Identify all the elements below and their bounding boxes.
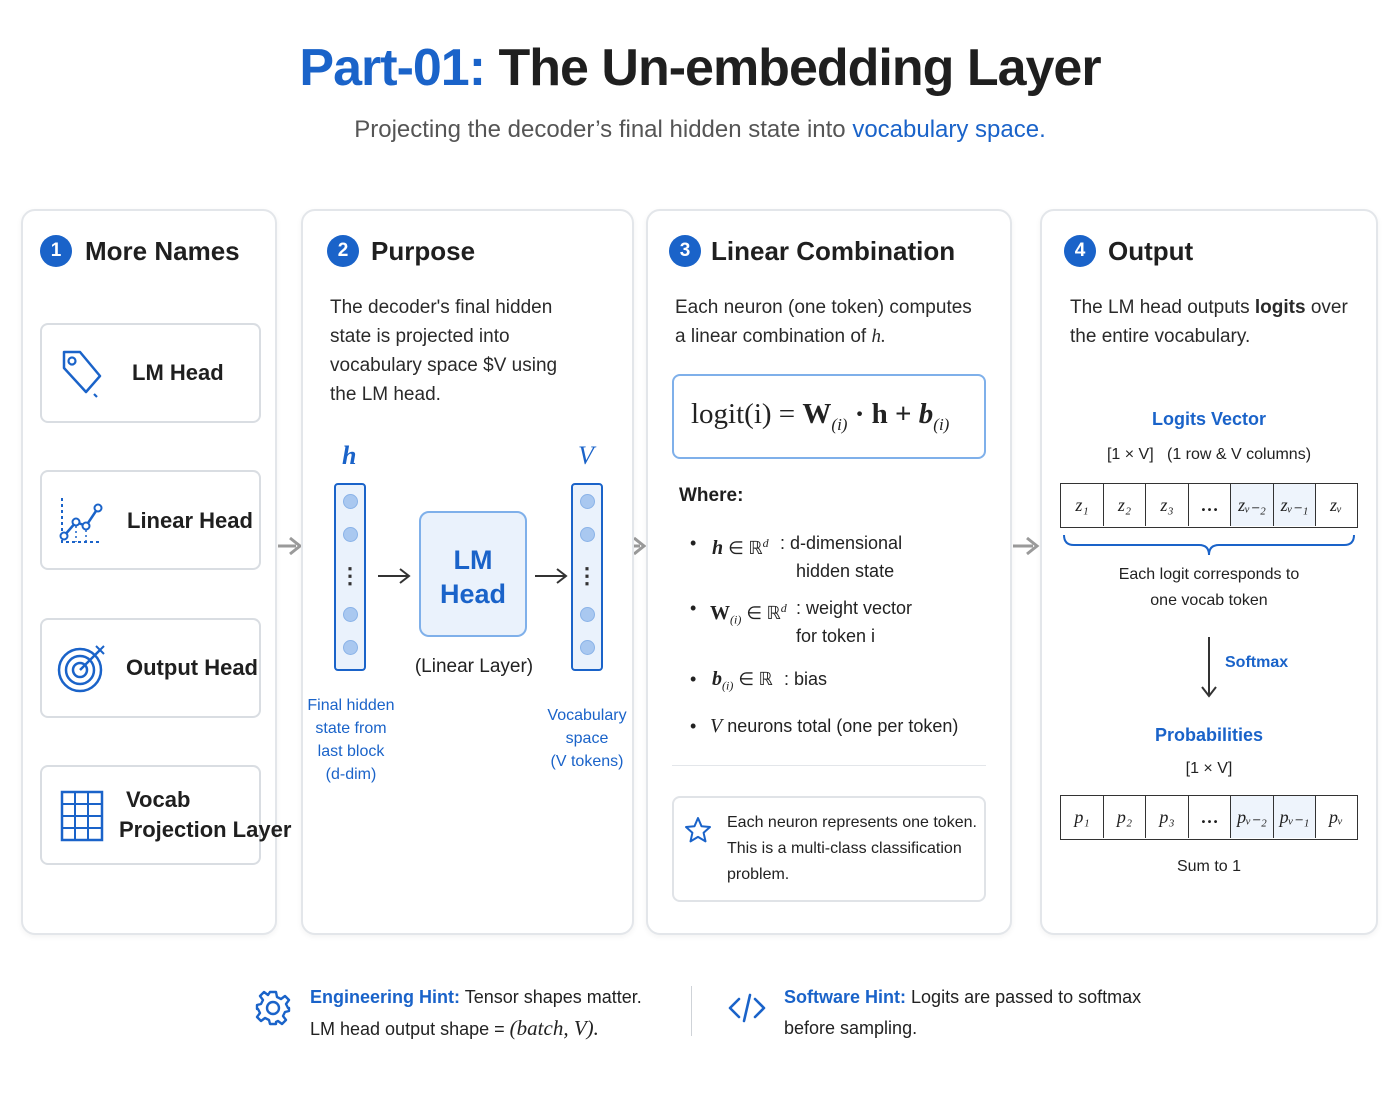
name-card-output-head	[40, 618, 261, 718]
bullet-v: •	[690, 716, 697, 736]
step-number-3: 3	[669, 235, 701, 267]
note-text: Each neuron represents one token. This i…	[727, 814, 977, 883]
lm-head-block: LM Head	[419, 511, 527, 637]
prob-cell: p₃	[1146, 796, 1189, 838]
step-number-2: 2	[327, 235, 359, 267]
sum-to-one: Sum to 1	[1176, 858, 1242, 875]
vocab-vector: ⋮	[571, 483, 603, 671]
name-label-output-head: Output Head	[126, 655, 258, 680]
bullet-b: •	[690, 669, 697, 689]
bullet-b-desc: : bias	[784, 669, 828, 689]
panel3-title: Linear Combination	[711, 236, 956, 266]
target-icon	[57, 645, 105, 693]
bullet-v-text: V neurons total (one per token)	[710, 715, 959, 737]
arrow-right-icon	[278, 536, 303, 556]
curly-brace	[1063, 534, 1355, 556]
step-number-4: 4	[1064, 235, 1096, 267]
bullet-h-symbol: h ∈ ℝd	[712, 536, 769, 559]
hint-divider	[691, 986, 692, 1036]
bullet-h: •	[690, 533, 697, 553]
page-subtitle: Projecting the decoder’s final hidden st…	[354, 116, 1046, 143]
software-hint: Software Hint: Logits are passed to soft…	[784, 987, 1142, 1038]
logits-vector-title: Logits Vector	[1151, 409, 1267, 429]
vocab-space-caption: Vocabulary space (V tokens)	[547, 707, 627, 770]
bullet-w-desc: : weight vector for token i	[796, 598, 913, 646]
prob-cell: p₂	[1104, 796, 1146, 838]
logits-vector: z₁ z₂ z₃ … zᵥ₋₂ zᵥ₋₁ zᵥ	[1060, 483, 1358, 528]
prob-cell: p₁	[1061, 796, 1104, 838]
name-card-lm-head	[40, 323, 261, 423]
output-text: The LM head outputs logits over the enti…	[1070, 297, 1348, 347]
hidden-state-vector: ⋮	[334, 483, 366, 671]
logit-cell: z₃	[1146, 484, 1189, 526]
logit-cell: zᵥ₋₁	[1274, 484, 1316, 526]
probabilities-vector: p₁ p₂ p₃ … pᵥ₋₂ pᵥ₋₁ pᵥ	[1060, 795, 1358, 840]
logit-caption: Each logit corresponds to one vocab toke…	[1118, 566, 1300, 609]
prob-cell: pᵥ₋₂	[1231, 796, 1274, 838]
grid-icon	[60, 790, 104, 842]
arrow-right-icon	[535, 568, 568, 584]
logit-cell: z₂	[1104, 484, 1146, 526]
bullet-b-symbol: b(i) ∈ ℝ	[712, 668, 773, 693]
panel2-title: Purpose	[371, 236, 476, 266]
prob-cell: pᵥ₋₁	[1274, 796, 1316, 838]
tag-icon	[62, 350, 102, 398]
page-title: Part-01: The Un-embedding Layer	[299, 39, 1101, 97]
where-label: Where:	[679, 485, 744, 506]
arrow-right-icon	[1013, 536, 1040, 556]
step-number-1: 1	[40, 235, 72, 267]
hidden-state-caption: Final hidden state from last block (d-di…	[307, 697, 395, 783]
logits-shape: [1 × V] (1 row & V columns)	[1106, 446, 1312, 463]
logit-cell: zᵥ₋₂	[1231, 484, 1274, 526]
prob-cell: pᵥ	[1328, 807, 1344, 827]
logit-formula-box: logit(i) = W(i) · h + b(i)	[672, 374, 986, 459]
line-chart-icon	[59, 498, 103, 543]
name-label-projection-layer: Projection Layer	[119, 817, 292, 842]
logit-cell: …	[1189, 484, 1231, 526]
purpose-text: The decoder's final hidden state is proj…	[330, 297, 558, 405]
engineering-hint: Engineering Hint: Tensor shapes matter. …	[310, 987, 642, 1040]
name-label-vocab: Vocab	[126, 787, 191, 812]
hidden-vector-label: h	[342, 441, 357, 470]
vocab-vector-label: V	[578, 441, 594, 470]
panel4-title: Output	[1108, 236, 1194, 266]
bullet-h-desc: : d-dimensional hidden state	[780, 533, 903, 581]
arrow-right-icon	[378, 568, 411, 584]
panel-output	[1040, 209, 1378, 935]
note-box	[672, 796, 986, 902]
arrow-down-icon	[1201, 637, 1217, 698]
divider	[672, 765, 986, 766]
probabilities-title: Probabilities	[1154, 725, 1264, 745]
linear-combination-text: Each neuron (one token) computes a linea…	[675, 297, 972, 347]
bullet-w-symbol: W(i) ∈ ℝd	[710, 601, 787, 627]
panel1-title: More Names	[85, 236, 240, 266]
bullet-w: •	[690, 598, 697, 618]
probabilities-shape: [1 × V]	[1185, 760, 1233, 777]
gear-icon	[255, 990, 291, 1026]
prob-cell: …	[1189, 796, 1231, 838]
code-icon	[728, 993, 766, 1023]
name-label-linear-head: Linear Head	[127, 508, 253, 533]
name-label-lm-head: LM Head	[132, 360, 224, 385]
logit-cell: z₁	[1061, 484, 1104, 526]
logit-cell: zᵥ	[1329, 495, 1343, 515]
star-icon	[685, 817, 711, 843]
linear-layer-label: (Linear Layer)	[414, 656, 534, 677]
softmax-label: Softmax	[1225, 654, 1289, 671]
